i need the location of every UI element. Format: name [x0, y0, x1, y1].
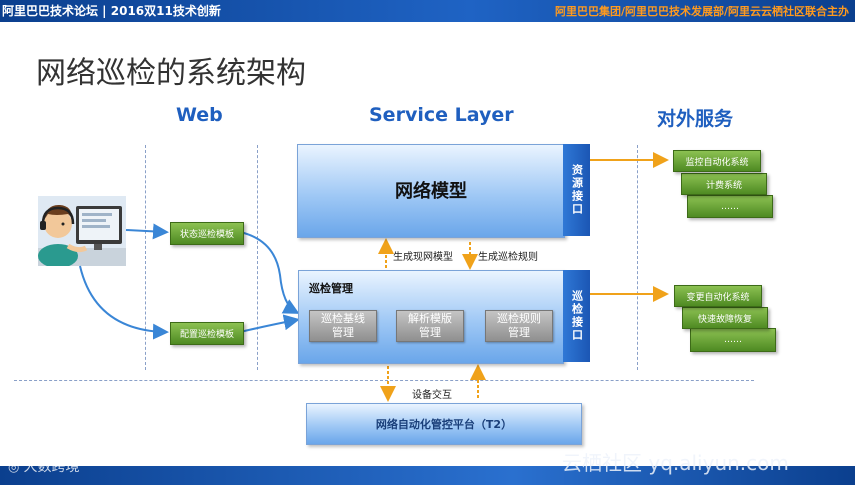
inspection-interface-bar: 巡检接口 — [563, 270, 590, 362]
header-left-text: 阿里巴巴技术论坛 | 2016双11技术创新 — [2, 4, 221, 18]
inspection-management-label: 巡检管理 — [309, 282, 353, 295]
external-item-fast-recovery[interactable]: 快速故障恢复 — [682, 307, 768, 329]
resource-interface-bar: 资源接口 — [563, 144, 590, 236]
divider-external — [637, 145, 638, 370]
external-item-etc-top[interactable]: …… — [687, 195, 773, 218]
network-model-box[interactable]: 网络模型 — [297, 144, 565, 238]
watermark-left-text: 大数跨境 — [23, 459, 80, 475]
header-right-text: 阿里巴巴集团/阿里巴巴技术发展部/阿里云云栖社区联合主办 — [554, 5, 849, 18]
column-service-layer: Service Layer — [369, 104, 514, 126]
external-item-monitoring[interactable]: 监控自动化系统 — [673, 150, 761, 172]
label-generate-inspection-rules: 生成巡检规则 — [478, 252, 538, 263]
header-bar: 阿里巴巴技术论坛 | 2016双11技术创新 阿里巴巴集团/阿里巴巴技术发展部/… — [0, 0, 855, 22]
network-model-label: 网络模型 — [395, 181, 467, 202]
external-item-change-automation[interactable]: 变更自动化系统 — [674, 285, 762, 307]
label-generate-network-model: 生成现网模型 — [393, 252, 453, 263]
external-item-billing[interactable]: 计费系统 — [681, 173, 767, 195]
t2-platform-label: 网络自动化管控平台（T2） — [375, 418, 513, 431]
t2-platform-box[interactable]: 网络自动化管控平台（T2） — [306, 403, 582, 445]
watermark-left-icon: ◎ — [8, 460, 24, 475]
user-at-computer-icon — [38, 196, 126, 268]
footer-bar — [0, 466, 855, 485]
watermark-right: 云栖社区 yq.aliyun.com — [562, 451, 789, 475]
status-template-button[interactable]: 状态巡检模板 — [170, 222, 244, 245]
label-device-interaction: 设备交互 — [412, 390, 452, 401]
baseline-management-button[interactable]: 巡检基线 管理 — [309, 310, 377, 342]
divider-horizontal — [14, 380, 754, 381]
config-template-button[interactable]: 配置巡检模板 — [170, 322, 244, 345]
column-external: 对外服务 — [657, 108, 734, 130]
template-parsing-management-button[interactable]: 解析模版 管理 — [396, 310, 464, 342]
column-web: Web — [176, 104, 223, 126]
slide-title: 网络巡检的系统架构 — [36, 56, 306, 91]
user-illustration — [38, 196, 126, 268]
watermark-left: ◎ 大数跨境 — [8, 456, 79, 476]
divider-web-left — [145, 145, 146, 370]
rule-management-button[interactable]: 巡检规则 管理 — [485, 310, 553, 342]
divider-web-right — [257, 145, 258, 370]
external-item-etc-bottom[interactable]: …… — [690, 328, 776, 352]
